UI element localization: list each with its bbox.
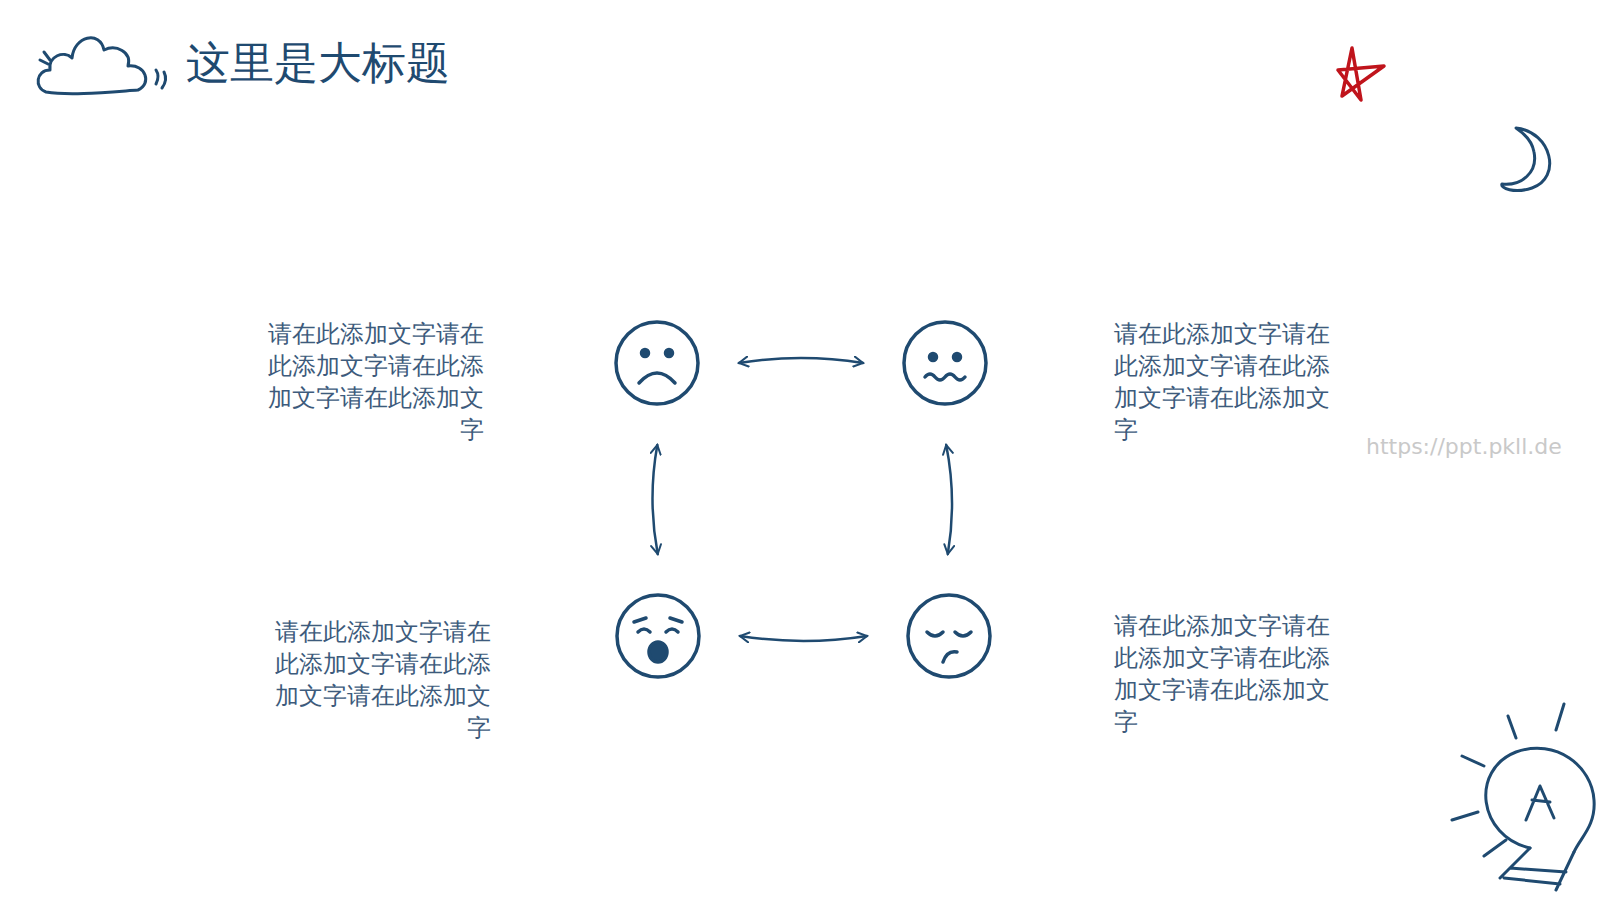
emotion-circle: 请在此添加文字请在此添加文字请在此添加文字请在此添加文字 [613,319,701,407]
double-arrow [739,358,863,363]
slide-title: 这里是大标题 [186,34,450,93]
double-arrow [946,445,952,554]
description-text: 请在此添加文字请在此添加文字请在此添加文字请在此添加文字 [268,318,484,446]
emotion-circle: 请在此添加文字请在此添加文字请在此添加文字请在此添加文字 [901,319,989,407]
face-icon [901,319,989,407]
description-text: 请在此添加文字请在此添加文字请在此添加文字请在此添加文字 [1114,318,1330,446]
description-text: 请在此添加文字请在此添加文字请在此添加文字请在此添加文字 [275,616,491,744]
description-text: 请在此添加文字请在此添加文字请在此添加文字请在此添加文字 [1114,610,1330,738]
emotion-circle: 请在此添加文字请在此添加文字请在此添加文字请在此添加文字 [614,592,702,680]
face-icon [613,319,701,407]
emotion-circle: 请在此添加文字请在此添加文字请在此添加文字请在此添加文字 [905,592,993,680]
double-arrow [652,445,657,554]
face-icon [905,592,993,680]
watermark: https://ppt.pkll.de [1366,434,1562,459]
face-icon [614,592,702,680]
double-arrow [740,636,867,641]
